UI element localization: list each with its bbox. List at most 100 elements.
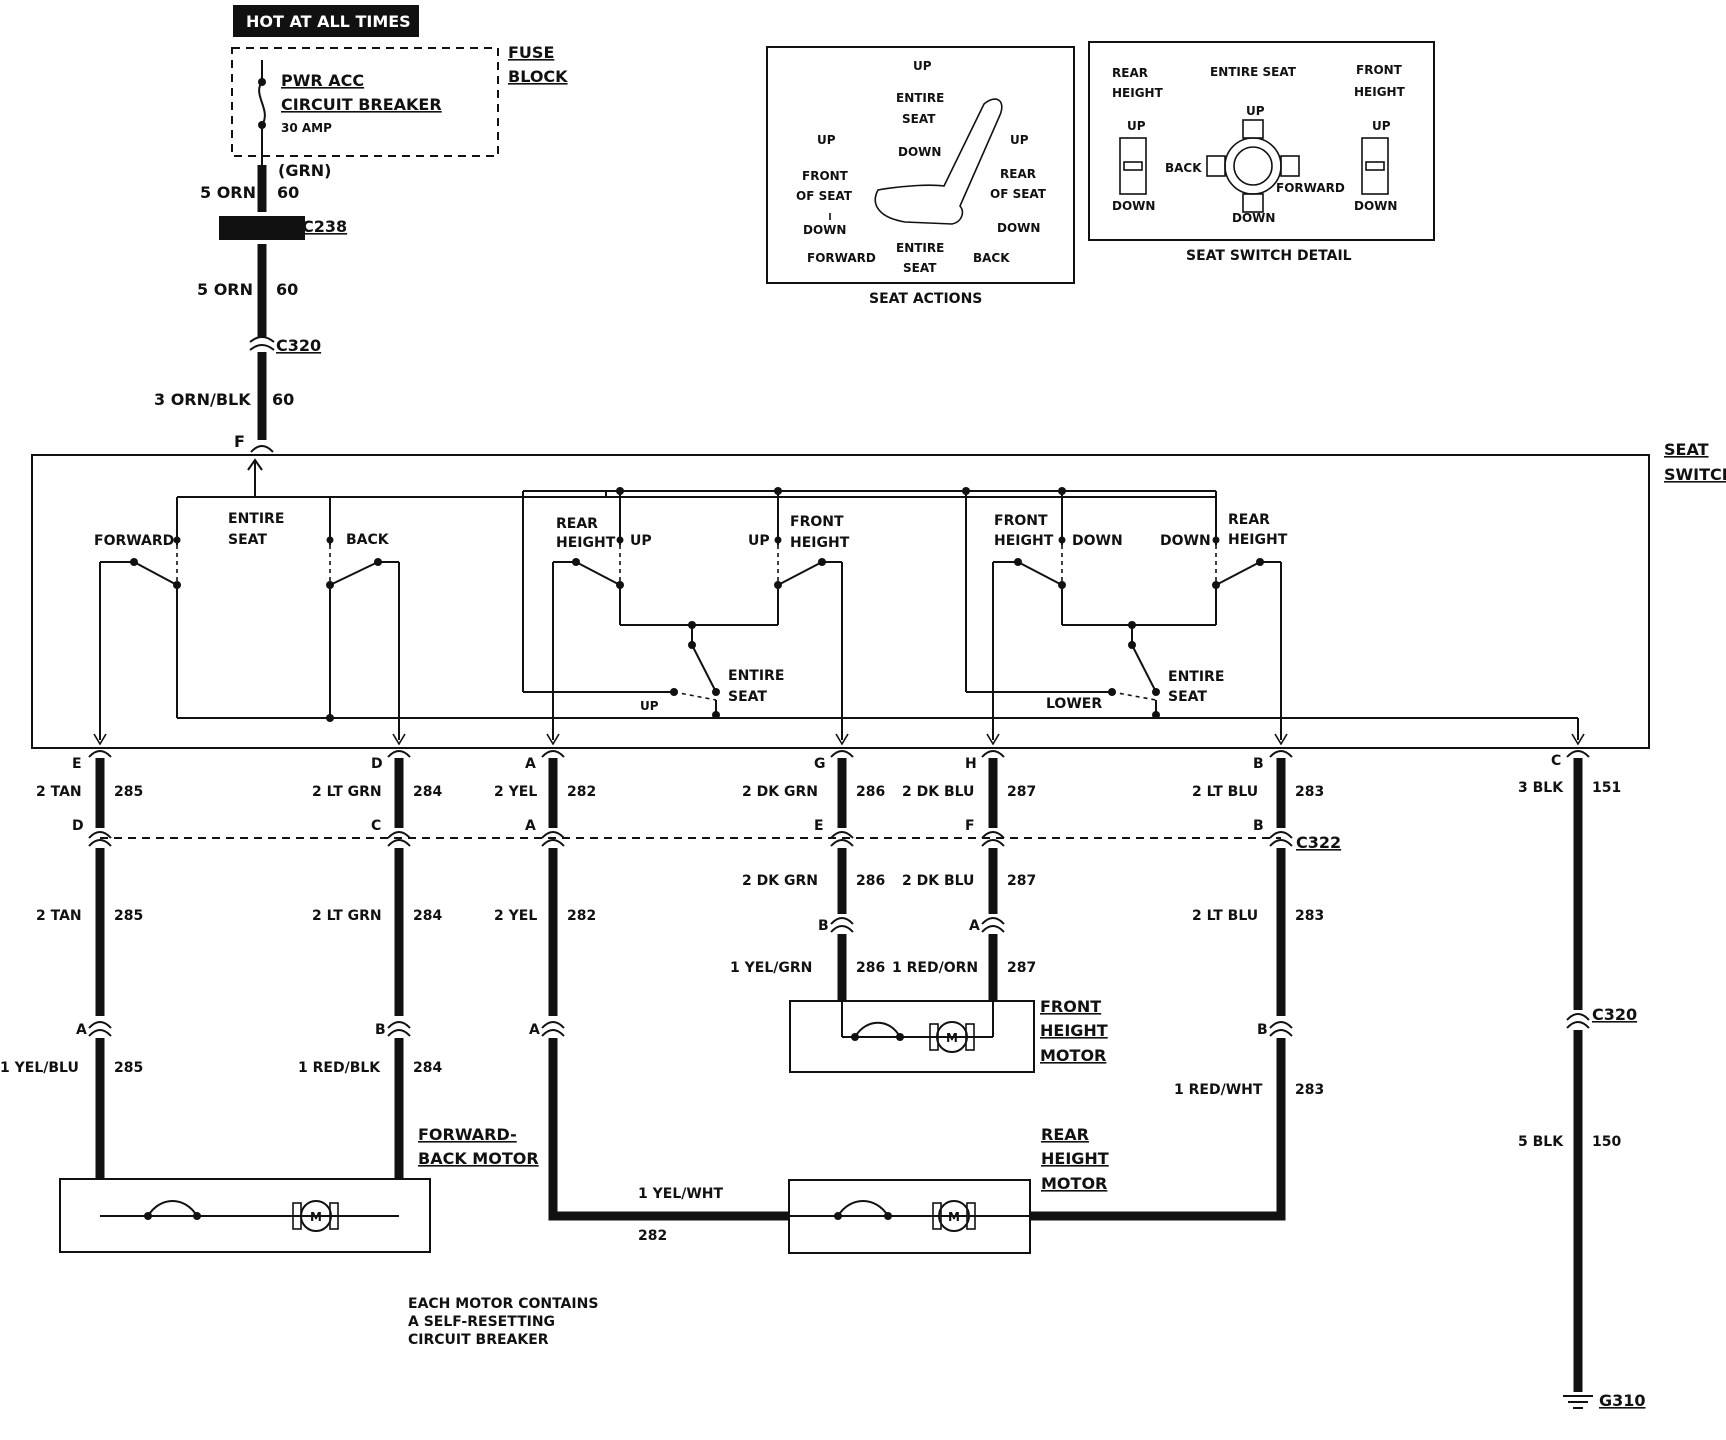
seat-switch-box: SEAT SWITCH FORWARD ENTIRE SEAT BACK: [31, 440, 1726, 749]
wire-1-num: 286: [856, 784, 885, 800]
wire-2-num: 282: [567, 908, 596, 924]
sa-front-down: DOWN: [803, 223, 846, 237]
note-line-2: A SELF-RESETTING: [408, 1314, 555, 1330]
connector-c320-top: [249, 336, 275, 351]
sa-entire-b2: SEAT: [903, 261, 937, 275]
pin-c322-label: D: [72, 818, 84, 834]
front-height-switch-icon: [1361, 137, 1389, 195]
pin-c322-label: B: [1253, 818, 1264, 834]
pin-top-label: H: [965, 756, 977, 772]
wire-3-num: 283: [1295, 1082, 1324, 1098]
wire-1-num: 285: [114, 784, 143, 800]
feed-wire-1-label: 5 ORN: [200, 183, 256, 202]
connector-c322-pin: [830, 831, 854, 847]
sa-entire-2: SEAT: [902, 112, 936, 126]
feed-wire-3-label: 3 ORN/BLK: [154, 390, 251, 409]
feed-wire-2-label: 5 ORN: [197, 280, 253, 299]
seat-switch-detail-box: SEAT SWITCH DETAIL REAR HEIGHT ENTIRE SE…: [1088, 41, 1435, 264]
wire-3-label: 1 RED/BLK: [298, 1060, 381, 1076]
sa-rear-up: UP: [1010, 133, 1029, 147]
fuse-block-label-2: BLOCK: [508, 67, 568, 86]
pin-top-label: G: [814, 756, 826, 772]
connector-pin: [830, 750, 854, 758]
ss-entire-up-1: ENTIRE: [728, 668, 784, 684]
ssd-front-1: FRONT: [1356, 63, 1403, 77]
pin-motor-label: A: [76, 1022, 87, 1038]
ssd-up-left: UP: [1127, 119, 1146, 133]
ssd-up-center: UP: [1246, 104, 1265, 118]
c322-label: C322: [1296, 833, 1341, 852]
wire-3-num: 287: [1007, 960, 1036, 976]
gnd-c320: C320: [1592, 1005, 1637, 1024]
pin-c322-label: F: [965, 818, 975, 834]
ss-rear-d2: HEIGHT: [1228, 532, 1288, 548]
pin-motor-label: A: [969, 918, 980, 934]
connector-motor-pin: [981, 917, 1005, 933]
ssd-down-right: DOWN: [1354, 199, 1397, 213]
ss-front-h1: FRONT: [790, 514, 844, 530]
connector-pin: [88, 750, 112, 758]
c238-label: C238: [302, 217, 347, 236]
wire-2-label: 2 DK BLU: [902, 873, 974, 889]
ss-entire-lo-1: ENTIRE: [1168, 669, 1224, 685]
note-line-1: EACH MOTOR CONTAINS: [408, 1296, 598, 1312]
ss-front-d1: FRONT: [994, 513, 1048, 529]
ss-lower: LOWER: [1046, 696, 1102, 712]
ssd-down-left: DOWN: [1112, 199, 1155, 213]
gnd-wire-2: 5 BLK: [1518, 1134, 1564, 1150]
circuit-286: [830, 750, 854, 1001]
circuit-285: [88, 750, 112, 1179]
wire-1-label: 2 LT BLU: [1192, 784, 1258, 800]
ssd-forward: FORWARD: [1276, 181, 1345, 195]
pin-top-label: A: [525, 756, 536, 772]
connector-c322-pin: [981, 831, 1005, 847]
ssd-rear-1: REAR: [1112, 66, 1148, 80]
motor-m-3: M: [948, 1210, 960, 1224]
gnd-wire-1: 3 BLK: [1518, 780, 1564, 796]
ssd-title: SEAT SWITCH DETAIL: [1186, 248, 1352, 264]
pin-motor-label: B: [1257, 1022, 1268, 1038]
sa-entire-1: ENTIRE: [896, 91, 944, 105]
wire-1-num: 282: [567, 784, 596, 800]
seat-actions-box: SEAT ACTIONS UP ENTIRE SEAT DOWN UP FRON…: [766, 46, 1075, 307]
wire-1-label: 2 DK GRN: [742, 784, 818, 800]
rh-motor-label-1: REAR: [1041, 1125, 1089, 1144]
connector-c322-pin: [541, 831, 565, 847]
front-height-motor: M FRONT HEIGHT MOTOR: [789, 997, 1108, 1073]
ss-front-h2: HEIGHT: [790, 535, 850, 551]
hot-at-all-times-header: HOT AT ALL TIMES: [233, 5, 419, 37]
wire-1-num: 283: [1295, 784, 1324, 800]
ss-rear-d1: REAR: [1228, 512, 1270, 528]
wire-2-num: 287: [1007, 873, 1036, 889]
wire-segment: [548, 1038, 789, 1221]
rear-height-switch-icon: [1119, 137, 1147, 195]
connector-motor-pin: [541, 1021, 565, 1037]
connector-c322-pin: [88, 831, 112, 847]
gnd-num-2: 150: [1592, 1134, 1621, 1150]
fuse-block: FUSE BLOCK PWR ACC CIRCUIT BREAKER 30 AM…: [231, 43, 568, 180]
note-line-3: CIRCUIT BREAKER: [408, 1332, 549, 1348]
wire-2-num: 283: [1295, 908, 1324, 924]
motor-icon: [938, 1200, 970, 1232]
wire-1-label: 2 TAN: [36, 784, 82, 800]
connector-motor-pin: [1269, 1021, 1293, 1037]
wire-1-num: 287: [1007, 784, 1036, 800]
seat-outline-icon: [874, 98, 1003, 225]
connector-c322-pin: [1269, 831, 1293, 847]
wire-2-num: 285: [114, 908, 143, 924]
sa-back: BACK: [973, 251, 1010, 265]
ssd-back: BACK: [1165, 161, 1202, 175]
forward-back-motor: M FORWARD- BACK MOTOR: [59, 1125, 539, 1253]
fb-motor-label-2: BACK MOTOR: [418, 1149, 539, 1168]
wire-3-label: 1 RED/WHT: [1174, 1082, 1263, 1098]
sa-rear-2: OF SEAT: [990, 187, 1047, 201]
pin-c322-label: C: [371, 818, 381, 834]
wire-1-label: 2 YEL: [494, 784, 537, 800]
fh-motor-label-2: HEIGHT: [1040, 1021, 1108, 1040]
fh-motor-label-1: FRONT: [1040, 997, 1101, 1016]
hot-label: HOT AT ALL TIMES: [246, 12, 411, 31]
pin-c322-label: A: [525, 818, 536, 834]
wire-3-label: 1 YEL/WHT: [638, 1186, 724, 1202]
sa-entire-b1: ENTIRE: [896, 241, 944, 255]
